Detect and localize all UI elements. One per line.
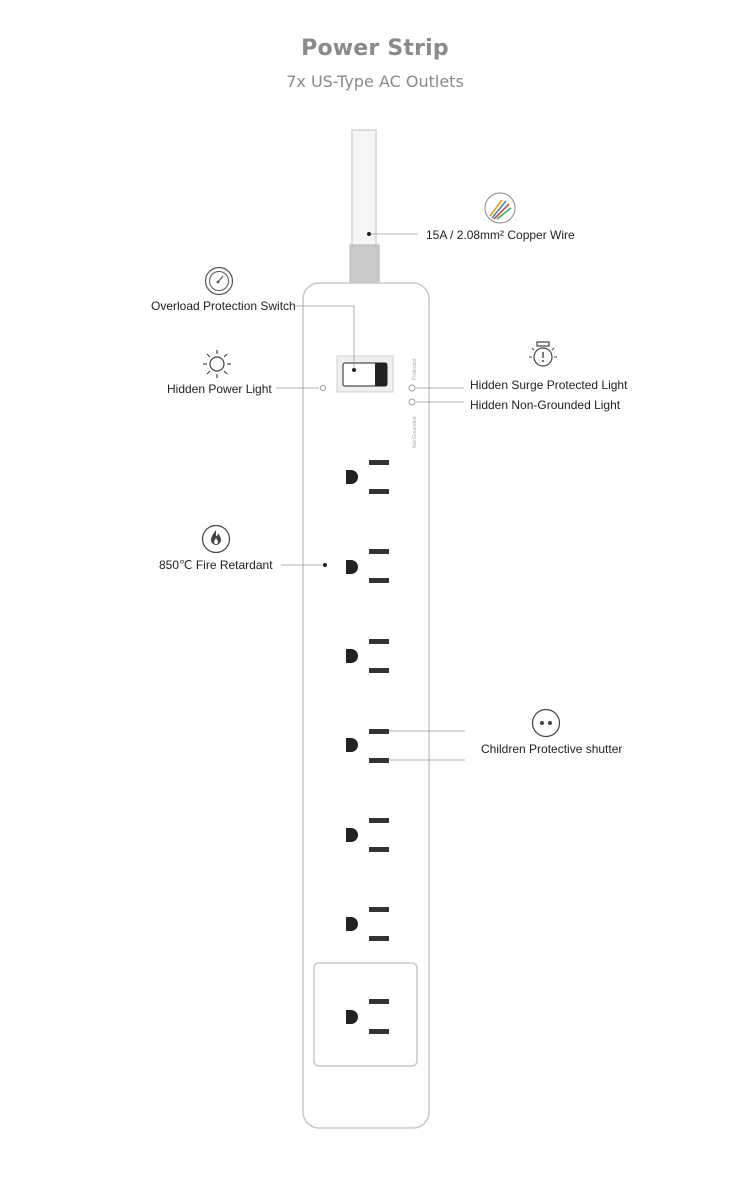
gauge-icon [204,266,234,296]
outlet-3 [346,639,389,673]
non-grounded-light [408,398,416,406]
outlet-2 [346,549,389,583]
surge-light-label: Hidden Surge Protected Light [470,378,628,392]
shutter-label: Children Protective shutter [481,742,623,756]
copper-wire-dot [367,232,371,236]
overload-switch-leader [295,305,355,370]
fire-retardant-label: 850℃ Fire Retardant [159,558,273,572]
outlet-1 [346,460,389,494]
cord-collar [349,244,380,286]
bulb-alert-icon [529,341,557,367]
power-light-label: Hidden Power Light [167,382,272,396]
fire-retardant-dot [323,563,327,567]
switch-rocker [375,363,387,386]
page-subtitle: 7x US-Type AC Outlets [286,72,464,91]
wire-bundle-icon [484,192,516,224]
overload-switch-dot [352,368,356,372]
flame-icon [201,524,231,554]
outlet-5 [346,818,389,852]
sun-icon [203,350,231,378]
shutter-icon [531,708,561,738]
surge-light [408,384,416,392]
outlet-4 [346,729,389,763]
outlet-6 [346,907,389,941]
non-grounded-light-label: Hidden Non-Grounded Light [470,398,621,412]
outlet-7 [346,999,389,1034]
not-grounded-indicator-label: Not Grounded [412,416,418,448]
outlet-7-frame [313,962,418,1067]
overload-switch-label: Overload Protection Switch [151,299,296,313]
copper-wire-label: 15A / 2.08mm² Copper Wire [426,228,575,242]
strip-body [302,282,430,1129]
protected-indicator-label: Protected [412,358,418,380]
power-light [320,385,326,391]
power-cord [351,129,377,251]
page-title: Power Strip [301,36,449,61]
